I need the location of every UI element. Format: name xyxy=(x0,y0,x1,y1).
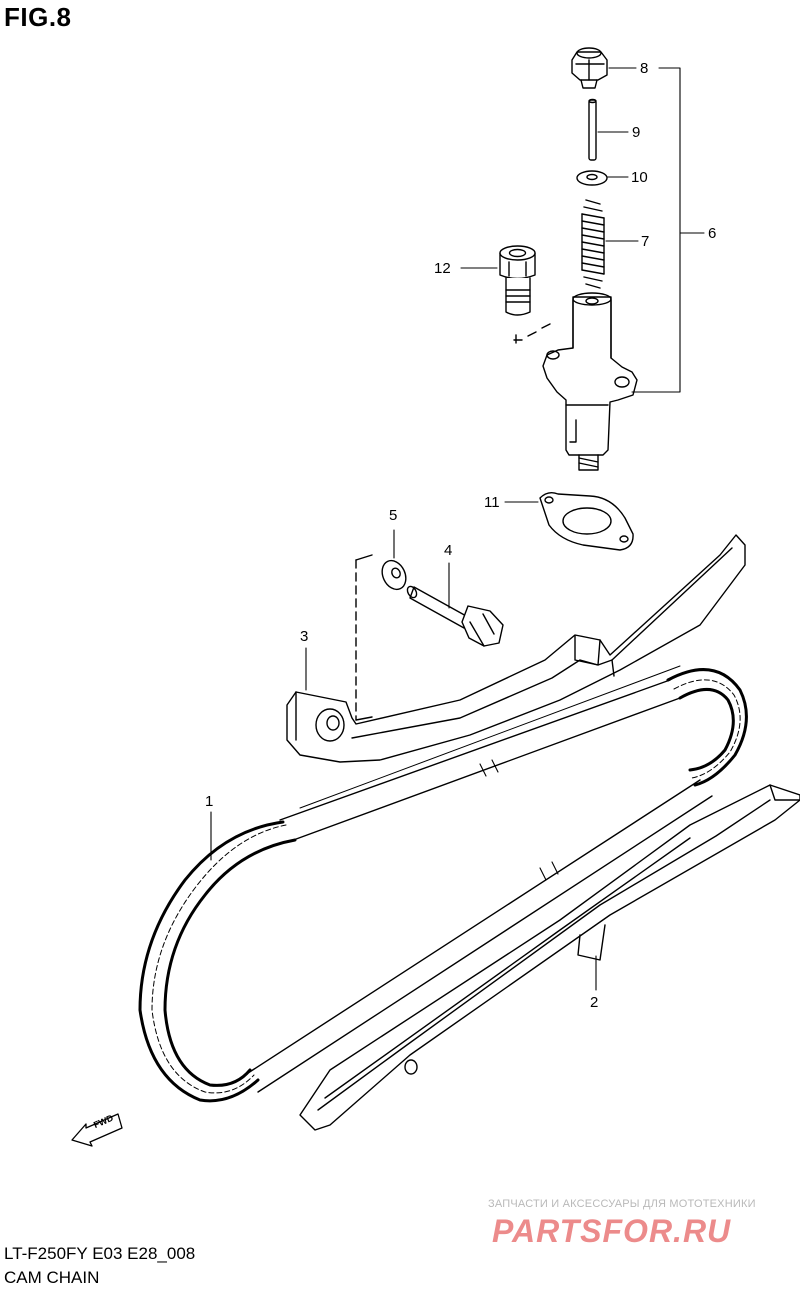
part-3-tensioner-guide xyxy=(286,534,746,763)
part-8-cap-bolt xyxy=(571,47,608,89)
part-4-guide-bolt xyxy=(406,585,504,647)
part-7-spring xyxy=(581,199,605,289)
callout-1: 1 xyxy=(205,793,214,810)
figure-title: FIG.8 xyxy=(4,2,72,32)
part-10-washer xyxy=(576,170,608,186)
callout-10: 10 xyxy=(631,169,648,186)
callout-11: 11 xyxy=(484,494,500,511)
callout-5: 5 xyxy=(389,507,398,524)
part-11-gasket xyxy=(539,491,634,551)
part-12-bolt xyxy=(499,245,536,316)
callout-6: 6 xyxy=(708,225,717,242)
callout-4: 4 xyxy=(444,542,453,559)
callout-2: 2 xyxy=(590,994,599,1011)
leader-lines xyxy=(210,67,705,991)
callout-3: 3 xyxy=(300,628,309,645)
part-6-tensioner xyxy=(513,292,638,471)
model-code: LT-F250FY E03 E28_008 xyxy=(4,1244,196,1263)
part-2-chain-guide xyxy=(299,784,800,1131)
diagram-title: CAM CHAIN xyxy=(4,1268,100,1287)
watermark-tagline: ЗАПЧАСТИ И АКСЕССУАРЫ ДЛЯ МОТОТЕХНИКИ xyxy=(488,1198,756,1210)
callout-12: 12 xyxy=(434,260,451,277)
fwd-arrow-icon xyxy=(71,1113,123,1147)
part-9-rod xyxy=(588,98,597,161)
part-1-cam-chain xyxy=(138,665,748,1103)
callout-8: 8 xyxy=(640,60,649,77)
callout-9: 9 xyxy=(632,124,641,141)
callout-7: 7 xyxy=(641,233,650,250)
part-5-washer xyxy=(381,559,407,591)
watermark-logo: PARTSFOR.RU xyxy=(492,1213,732,1249)
